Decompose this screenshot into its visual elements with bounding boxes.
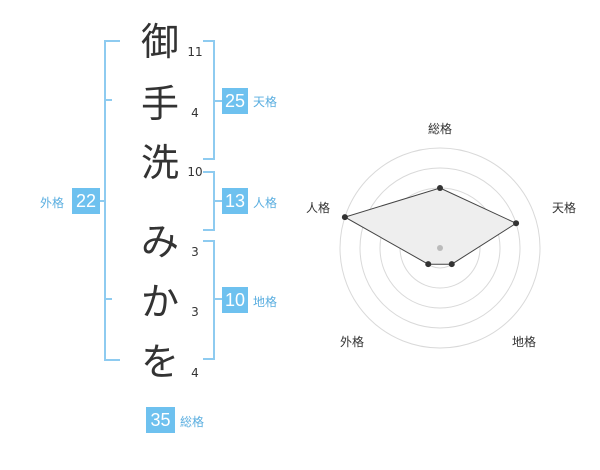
- chikaku-value: 10: [222, 287, 248, 313]
- stroke-count-1: 11: [187, 45, 203, 59]
- name-char-2: 手: [140, 82, 179, 126]
- radar-point: [341, 214, 348, 221]
- name-char-4: み: [140, 220, 179, 264]
- radar-point: [437, 185, 443, 191]
- tenkaku-value: 25: [222, 88, 248, 114]
- jinkaku-label: 人格: [253, 196, 278, 210]
- bracket-connector: [100, 200, 106, 202]
- name-char-3: 洗: [140, 141, 179, 185]
- stroke-count-6: 4: [191, 366, 199, 380]
- radar-point: [425, 261, 432, 268]
- stroke-count-4: 3: [191, 245, 199, 259]
- axis-label-chikaku: 地格: [512, 334, 536, 349]
- name-char-5: か: [140, 280, 179, 324]
- stroke-count-2: 4: [191, 106, 199, 120]
- bracket-connector: [214, 298, 222, 300]
- bracket-tick: [104, 99, 112, 101]
- bracket-connector: [214, 200, 222, 202]
- stroke-count-3: 10: [187, 165, 203, 179]
- chikaku-bracket: [203, 240, 215, 360]
- radar-points: [341, 185, 520, 268]
- axis-label-jinkaku: 人格: [306, 200, 330, 215]
- gaikaku-value: 22: [72, 188, 100, 214]
- name-char-6: を: [140, 340, 179, 384]
- radar-ring: [359, 167, 521, 329]
- jinkaku-value: 13: [222, 188, 248, 214]
- axis-label-gaikaku: 外格: [340, 334, 364, 349]
- name-char-1: 御: [140, 20, 179, 64]
- radar-point: [448, 261, 455, 268]
- bracket-tick: [104, 298, 112, 300]
- radar-center: [437, 245, 443, 251]
- radar-point: [513, 220, 520, 227]
- chikaku-label: 地格: [253, 295, 278, 309]
- soukaku-value: 35: [146, 407, 175, 433]
- axis-label-soukaku: 総格: [428, 121, 452, 136]
- radar-ring: [339, 147, 541, 349]
- soukaku-label: 総格: [180, 415, 205, 429]
- axis-label-tenkaku: 天格: [552, 200, 576, 215]
- tenkaku-label: 天格: [253, 95, 278, 109]
- gaikaku-label: 外格: [40, 196, 65, 210]
- stroke-count-5: 3: [191, 305, 199, 319]
- bracket-connector: [214, 100, 222, 102]
- radar-area: [343, 187, 518, 265]
